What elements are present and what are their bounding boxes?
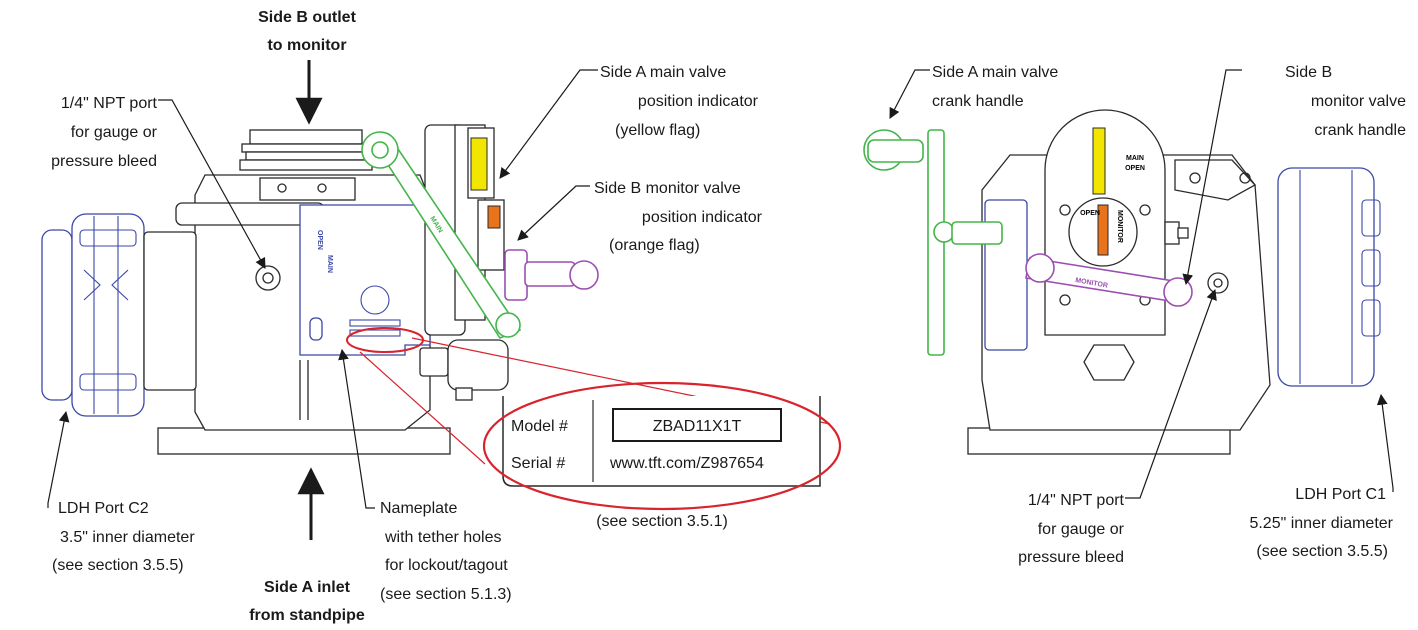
serial-label: Serial #	[511, 455, 565, 472]
ldh-c1-label-2: 5.25" inner diameter	[1249, 515, 1393, 532]
main-open-text-2: OPEN	[1125, 165, 1145, 172]
nameplate-label-1: Nameplate	[380, 500, 457, 517]
side-b-outlet-label-1: Side B outlet	[258, 9, 356, 26]
side-a-inlet-label-1: Side A inlet	[264, 579, 351, 596]
ldh-c2-label-3: (see section 3.5.5)	[52, 557, 184, 574]
npt-port-label-1: 1/4" NPT port	[61, 95, 158, 112]
monitor-indicator-label-3: (orange flag)	[609, 237, 700, 254]
ldh-c2-label-1: LDH Port C2	[58, 500, 149, 517]
detail-callout-ring	[482, 381, 842, 511]
main-indicator-label-2: position indicator	[638, 93, 759, 110]
monitor-crank-label-3: crank handle	[1314, 122, 1406, 139]
open-dial-text: OPEN	[1080, 210, 1100, 217]
main-crank-label-2: crank handle	[932, 93, 1024, 110]
nameplate-label-3: for lockout/tagout	[385, 557, 508, 574]
serial-value: www.tft.com/Z987654	[609, 455, 764, 472]
plate-main-text: MAIN	[326, 255, 333, 273]
side-a-inlet-label-2: from standpipe	[249, 607, 365, 624]
main-indicator-label-3: (yellow flag)	[615, 122, 700, 139]
monitor-indicator-label-2: position indicator	[642, 209, 763, 226]
ldh-c1-label-3: (see section 3.5.5)	[1256, 543, 1388, 560]
leader-lines	[47, 69, 1394, 509]
side-b-outlet-label-2: to monitor	[267, 37, 346, 54]
nameplate-label-4: (see section 5.1.3)	[380, 586, 512, 603]
right-npt-label-1: 1/4" NPT port	[1028, 492, 1125, 509]
plate-open-text: OPEN	[316, 230, 323, 250]
main-indicator-label-1: Side A main valve	[600, 64, 726, 81]
right-npt-label-2: for gauge or	[1038, 521, 1125, 538]
nameplate-section-ref: (see section 3.5.1)	[596, 513, 728, 530]
model-label: Model #	[511, 418, 568, 435]
monitor-indicator-label-1: Side B monitor valve	[594, 180, 741, 197]
monitor-dial-text: MONITOR	[1116, 210, 1123, 243]
model-value: ZBAD11X1T	[653, 418, 742, 435]
npt-port-label-2: for gauge or	[71, 124, 158, 141]
main-crank-label-1: Side A main valve	[932, 64, 1058, 81]
right-npt-label-3: pressure bleed	[1018, 549, 1124, 566]
monitor-crank-label-2: monitor valve	[1311, 93, 1406, 110]
left-valve-drawing: OPEN MAIN MAIN	[41, 124, 599, 455]
ldh-c1-label-1: LDH Port C1	[1295, 486, 1386, 503]
ldh-c2-label-2: 3.5" inner diameter	[60, 529, 195, 546]
nameplate-label-2: with tether holes	[384, 529, 502, 546]
npt-port-label-3: pressure bleed	[51, 153, 157, 170]
monitor-crank-label-1: Side B	[1285, 64, 1332, 81]
nameplate-detail: Model # ZBAD11X1T Serial # www.tft.com/Z…	[482, 381, 842, 511]
right-valve-drawing: MAIN OPEN OPEN MONITOR MONITOR	[863, 109, 1381, 455]
main-open-text-1: MAIN	[1126, 155, 1144, 162]
